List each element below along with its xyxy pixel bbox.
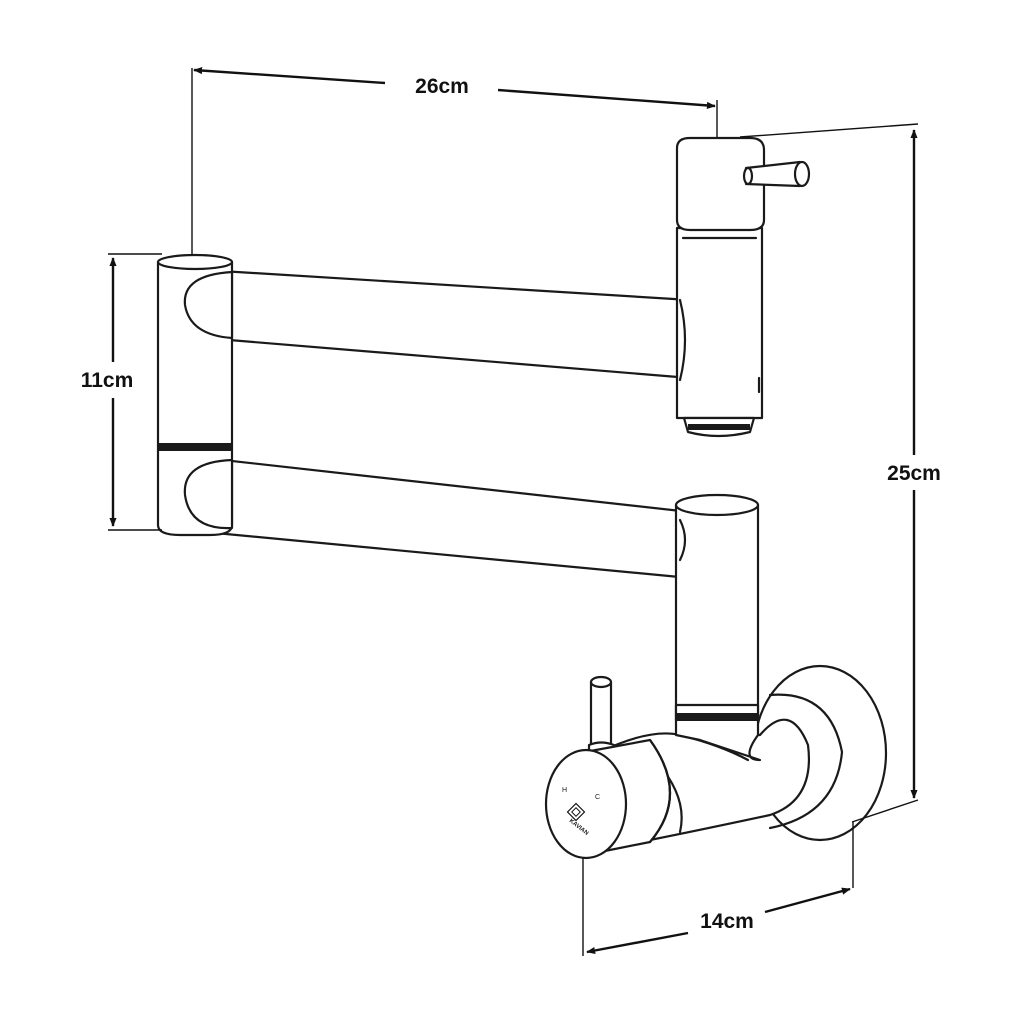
lower-riser-top — [674, 493, 760, 517]
lower-riser-band — [676, 713, 758, 721]
label-width-top: 26cm — [415, 75, 469, 98]
dimension-height-right: 25cm — [739, 123, 941, 823]
dimension-width-top: 26cm — [191, 66, 718, 255]
upper-arm — [168, 268, 692, 380]
cold-label: C — [595, 794, 600, 801]
label-height-right: 25cm — [887, 462, 941, 485]
label-height-left: 11cm — [81, 369, 134, 392]
dimension-width-bottom: 14cm — [582, 822, 854, 956]
swivel-column-band — [158, 443, 232, 451]
spout-aerator-band — [688, 424, 750, 430]
hot-label: H — [562, 787, 567, 794]
valve-knob[interactable]: H C KAVIAN — [544, 748, 628, 860]
lower-arm — [168, 456, 692, 580]
label-width-bottom: 14cm — [700, 910, 754, 933]
swivel-column — [156, 253, 234, 537]
lower-riser — [674, 493, 762, 762]
dimension-height-left: 11cm — [81, 253, 162, 531]
spout — [675, 226, 764, 438]
brand-logo-icon — [566, 802, 586, 822]
spout-head — [675, 136, 811, 232]
swivel-column-top — [156, 253, 234, 271]
